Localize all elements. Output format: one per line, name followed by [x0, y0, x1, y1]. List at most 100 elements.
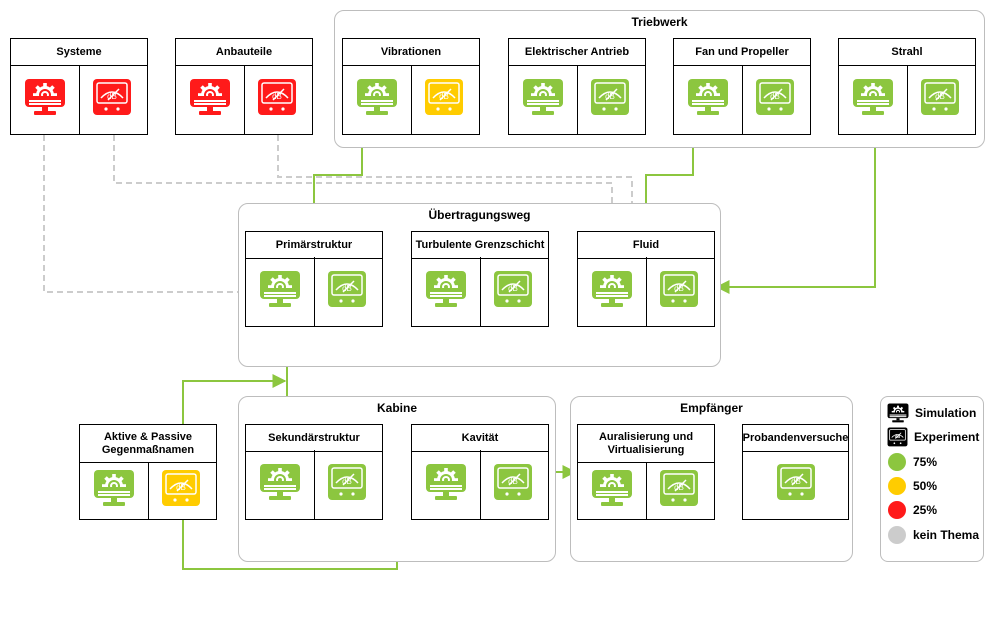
legend-kein-thema: kein Thema — [887, 524, 979, 546]
db-meter-icon: dB — [887, 427, 914, 447]
svg-text:dB: dB — [342, 284, 352, 293]
group-title-empfaenger: Empfänger — [680, 401, 743, 415]
node-label: Strahl — [839, 39, 975, 66]
gear-monitor-icon — [93, 469, 135, 512]
node-label: Fan und Propeller — [674, 39, 810, 66]
legend-75-label: 75% — [913, 455, 938, 469]
node-label: Kavität — [412, 425, 548, 452]
node-label: Vibrationen — [343, 39, 479, 66]
legend-50-label: 50% — [913, 479, 938, 493]
experiment-cell[interactable]: dB — [742, 65, 808, 134]
experiment-cell[interactable]: dB — [577, 65, 643, 134]
db-meter-icon: dB — [776, 463, 816, 506]
grey-dot-icon — [888, 526, 906, 544]
red-dot-icon — [888, 501, 906, 519]
simulation-cell[interactable] — [674, 65, 743, 134]
svg-text:dB: dB — [674, 284, 684, 293]
experiment-cell[interactable]: dB — [480, 450, 546, 519]
simulation-cell[interactable] — [343, 65, 412, 134]
gear-monitor-icon — [259, 463, 301, 506]
node-gegenmassnahmen[interactable]: Aktive & Passive Gegenmaßnamen dB — [79, 424, 217, 520]
simulation-cell[interactable] — [509, 65, 578, 134]
simulation-cell[interactable] — [839, 65, 908, 134]
svg-text:dB: dB — [895, 434, 901, 439]
node-label: Fluid — [578, 232, 714, 259]
legend-experiment: dB Experiment — [887, 426, 979, 448]
node-label: Anbauteile — [176, 39, 312, 66]
gear-monitor-icon — [425, 463, 467, 506]
simulation-cell[interactable] — [578, 462, 647, 519]
experiment-cell[interactable]: dB — [148, 462, 214, 519]
legend: Simulation dB Experiment 75% 50% 25% kei… — [880, 396, 984, 562]
experiment-cell[interactable]: dB — [646, 462, 712, 519]
node-strahl[interactable]: Strahl dB — [838, 38, 976, 135]
node-auralisierung[interactable]: Auralisierung und Virtualisierung dB — [577, 424, 715, 520]
db-meter-icon: dB — [92, 78, 132, 121]
experiment-cell[interactable]: dB — [79, 65, 145, 134]
simulation-cell[interactable] — [412, 450, 481, 519]
group-title-uebertragungsweg: Übertragungsweg — [428, 208, 531, 222]
arrow-anbauteile-fluid — [277, 135, 639, 220]
node-turbulente-grenzschicht[interactable]: Turbulente Grenzschicht dB — [411, 231, 549, 327]
db-meter-icon: dB — [327, 270, 367, 313]
svg-text:dB: dB — [605, 92, 615, 101]
node-elektrischer-antrieb[interactable]: Elektrischer Antrieb dB — [508, 38, 646, 135]
experiment-cell[interactable]: dB — [244, 65, 310, 134]
gear-monitor-icon — [189, 78, 231, 121]
node-label: Aktive & Passive Gegenmaßnamen — [80, 425, 216, 463]
legend-experiment-label: Experiment — [914, 430, 980, 444]
experiment-cell[interactable]: dB — [314, 257, 380, 326]
db-meter-icon: dB — [920, 78, 960, 121]
node-systeme[interactable]: Systeme dB — [10, 38, 148, 135]
legend-kein-thema-label: kein Thema — [913, 528, 980, 542]
legend-simulation-label: Simulation — [915, 406, 977, 420]
node-kavitaet[interactable]: Kavität dB — [411, 424, 549, 520]
green-dot-icon — [888, 453, 906, 471]
node-anbauteile[interactable]: Anbauteile dB — [175, 38, 313, 135]
db-meter-icon: dB — [424, 78, 464, 121]
db-meter-icon: dB — [493, 463, 533, 506]
node-probandenversuche[interactable]: Probandenversuche dB — [742, 424, 849, 520]
arrow-gegen-kabine — [182, 374, 287, 424]
gear-monitor-icon — [591, 270, 633, 313]
simulation-cell[interactable] — [578, 257, 647, 326]
node-sekundaerstruktur[interactable]: Sekundärstruktur dB — [245, 424, 383, 520]
legend-25: 25% — [887, 499, 937, 521]
experiment-cell[interactable]: dB — [314, 450, 380, 519]
arrow-strahl-fluid — [715, 135, 876, 294]
experiment-cell[interactable]: dB — [411, 65, 477, 134]
node-label: Sekundärstruktur — [246, 425, 382, 452]
node-label: Probandenversuche — [743, 425, 848, 452]
experiment-cell[interactable]: dB — [743, 450, 848, 519]
experiment-cell[interactable]: dB — [646, 257, 712, 326]
node-primaerstruktur[interactable]: Primärstruktur dB — [245, 231, 383, 327]
group-title-kabine: Kabine — [376, 401, 417, 415]
db-meter-icon: dB — [161, 469, 201, 512]
simulation-cell[interactable] — [412, 257, 481, 326]
simulation-cell[interactable] — [246, 450, 315, 519]
node-fan-und-propeller[interactable]: Fan und Propeller dB — [673, 38, 811, 135]
experiment-cell[interactable]: dB — [907, 65, 973, 134]
simulation-cell[interactable] — [80, 462, 149, 519]
arrow-vibrationen-primaer — [307, 148, 363, 231]
simulation-cell[interactable] — [11, 65, 80, 134]
gear-monitor-icon — [356, 78, 398, 121]
node-fluid[interactable]: Fluid dB — [577, 231, 715, 327]
db-meter-icon: dB — [659, 469, 699, 512]
node-vibrationen[interactable]: Vibrationen dB — [342, 38, 480, 135]
arrow-fan-fluid — [639, 148, 694, 231]
svg-text:dB: dB — [508, 477, 518, 486]
db-meter-icon: dB — [257, 78, 297, 121]
legend-50: 50% — [887, 475, 937, 497]
svg-text:dB: dB — [272, 92, 282, 101]
node-label: Elektrischer Antrieb — [509, 39, 645, 66]
experiment-cell[interactable]: dB — [480, 257, 546, 326]
node-label: Systeme — [11, 39, 147, 66]
legend-75: 75% — [887, 451, 937, 473]
db-meter-icon: dB — [493, 270, 533, 313]
gear-monitor-icon — [852, 78, 894, 121]
simulation-cell[interactable] — [246, 257, 315, 326]
db-meter-icon: dB — [659, 270, 699, 313]
gear-monitor-icon — [522, 78, 564, 121]
simulation-cell[interactable] — [176, 65, 245, 134]
